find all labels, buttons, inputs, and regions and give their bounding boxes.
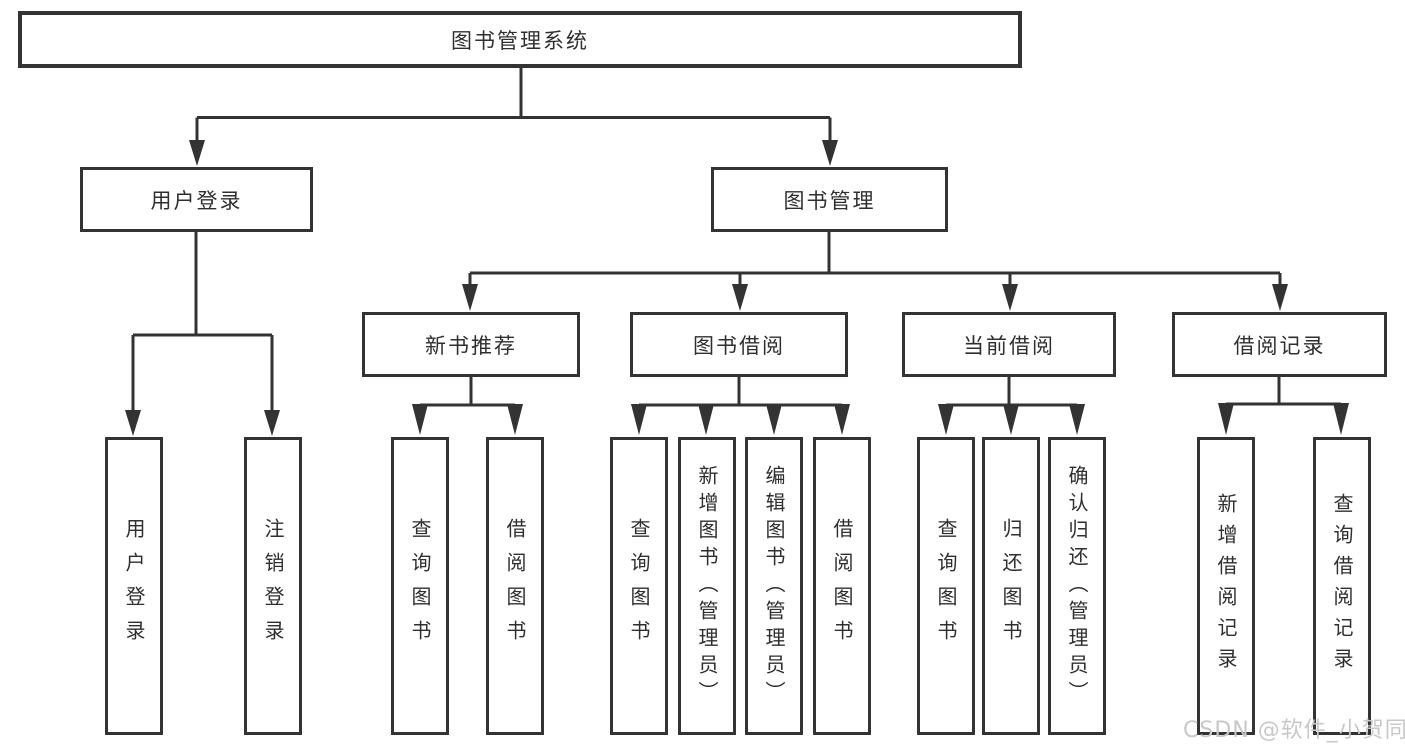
node-label-leaf-logout: 注销登录 <box>261 518 285 654</box>
node-box-leaf-bb-borrow-book: 借阅图书 <box>813 437 871 735</box>
arrow-down-icon <box>1003 404 1019 435</box>
watermark: CSDN @软件_小贺同学 <box>1183 718 1405 743</box>
arrow-down-icon <box>732 284 748 311</box>
node-box-leaf-user-login: 用户登录 <box>105 437 163 735</box>
node-label-leaf-bb-query-book: 查询图书 <box>627 518 651 654</box>
node-label-leaf-br-add-record: 新增借阅记录 <box>1214 493 1238 679</box>
node-label-current-borrow: 当前借阅 <box>963 333 1055 358</box>
node-label-root: 图书管理系统 <box>451 28 589 53</box>
connector-book-mgmt-to-level3 <box>468 232 1282 286</box>
connector-current-borrow-to-leaves <box>946 376 1077 407</box>
node-box-leaf-cb-confirm-return-admin: 确认归还（管理员） <box>1048 437 1106 735</box>
arrow-down-icon <box>462 284 478 311</box>
node-label-user-login: 用户登录 <box>150 188 243 213</box>
node-box-leaf-br-add-record: 新增借阅记录 <box>1197 437 1255 735</box>
arrow-down-icon <box>822 140 838 166</box>
arrow-down-icon <box>1069 404 1085 435</box>
node-label-book-borrow: 图书借阅 <box>693 333 785 358</box>
node-label-leaf-bb-edit-book-admin: 编辑图书（管理员） <box>762 464 786 708</box>
node-label-new-book-recommend: 新书推荐 <box>425 333 517 358</box>
node-box-leaf-rec-borrow-book: 借阅图书 <box>486 437 544 735</box>
node-label-book-management: 图书管理 <box>783 188 876 213</box>
node-box-leaf-br-query-record: 查询借阅记录 <box>1313 437 1371 735</box>
node-label-leaf-br-query-record: 查询借阅记录 <box>1330 493 1354 679</box>
node-label-leaf-cb-return-book: 归还图书 <box>999 518 1023 654</box>
arrow-down-icon <box>1218 403 1234 435</box>
arrow-down-icon <box>834 404 850 435</box>
node-box-new-book-recommend: 新书推荐 <box>362 312 580 377</box>
node-label-leaf-cb-confirm-return-admin: 确认归还（管理员） <box>1065 464 1089 708</box>
node-label-leaf-bb-add-book-admin: 新增图书（管理员） <box>695 464 719 708</box>
connector-user-login-to-leaves <box>131 232 274 412</box>
node-label-leaf-rec-query-book: 查询图书 <box>408 518 432 654</box>
arrow-down-icon <box>1272 284 1288 311</box>
node-box-user-login: 用户登录 <box>80 167 313 232</box>
node-box-leaf-cb-query-book: 查询图书 <box>917 437 975 735</box>
node-label-leaf-user-login: 用户登录 <box>122 518 146 654</box>
arrow-down-icon <box>1333 403 1349 435</box>
connector-new-book-rec-to-leaves <box>420 376 515 407</box>
arrow-down-icon <box>1002 284 1018 311</box>
arrow-down-icon <box>698 404 714 435</box>
node-box-leaf-bb-edit-book-admin: 编辑图书（管理员） <box>745 437 803 735</box>
arrow-down-icon <box>938 404 954 435</box>
node-box-leaf-cb-return-book: 归还图书 <box>982 437 1040 735</box>
node-box-leaf-rec-query-book: 查询图书 <box>391 437 449 735</box>
node-box-current-borrow: 当前借阅 <box>902 312 1116 377</box>
connector-book-borrow-to-leaves <box>639 376 842 407</box>
connector-root-to-level2 <box>195 68 832 142</box>
node-box-root: 图书管理系统 <box>18 11 1022 68</box>
arrow-down-icon <box>189 140 205 166</box>
node-box-book-management: 图书管理 <box>711 167 948 232</box>
node-label-leaf-rec-borrow-book: 借阅图书 <box>503 518 527 654</box>
arrow-down-icon <box>125 410 141 436</box>
arrow-down-icon <box>412 404 428 435</box>
arrow-down-icon <box>264 410 280 436</box>
node-label-leaf-bb-borrow-book: 借阅图书 <box>830 518 854 654</box>
node-label-borrow-record: 借阅记录 <box>1233 333 1326 358</box>
node-box-borrow-record: 借阅记录 <box>1172 312 1387 377</box>
node-label-leaf-cb-query-book: 查询图书 <box>934 518 958 654</box>
node-box-leaf-bb-query-book: 查询图书 <box>610 437 668 735</box>
node-box-leaf-logout: 注销登录 <box>244 437 302 735</box>
node-box-leaf-bb-add-book-admin: 新增图书（管理员） <box>678 437 736 735</box>
arrow-down-icon <box>507 404 523 435</box>
connector-borrow-record-to-leaves <box>1226 376 1341 406</box>
arrow-down-icon <box>766 404 782 435</box>
arrow-down-icon <box>631 404 647 435</box>
node-box-book-borrow: 图书借阅 <box>630 312 848 377</box>
